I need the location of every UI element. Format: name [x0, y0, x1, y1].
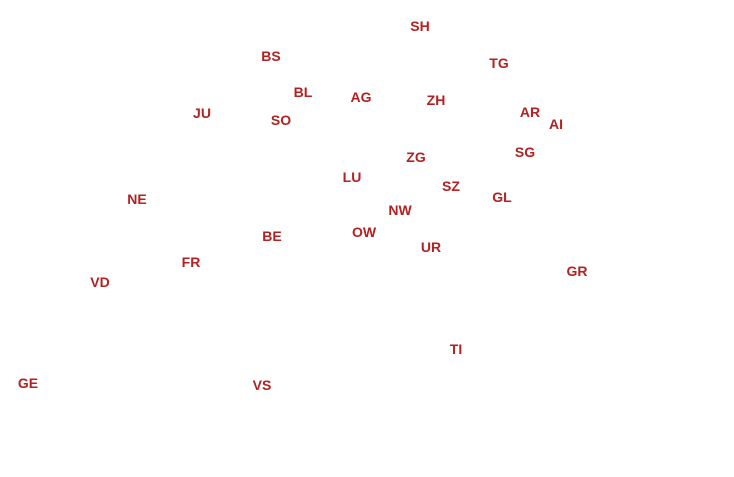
canton-label-tg: TG [489, 55, 509, 71]
canton-label-ur: UR [420, 239, 442, 255]
canton-label-ti: TI [449, 341, 463, 357]
canton-label-fr: FR [181, 254, 201, 270]
canton-label-vd: VD [90, 274, 110, 290]
canton-label-zg: ZG [406, 149, 426, 165]
canton-label-ai: AI [549, 116, 563, 132]
canton-label-lu: LU [342, 169, 362, 185]
canton-label-be: BE [262, 228, 282, 244]
canton-label-sz: SZ [442, 178, 460, 194]
canton-label-nw: NW [388, 202, 412, 218]
canton-label-bl: BL [293, 84, 313, 100]
canton-label-sh: SH [410, 18, 430, 34]
canton-label-gl: GL [492, 189, 512, 205]
canton-label-ge: GE [17, 375, 39, 391]
canton-label-bs: BS [261, 48, 281, 64]
canton-label-zh: ZH [426, 92, 446, 108]
canton-label-gr: GR [566, 263, 588, 279]
canton-label-so: SO [270, 112, 292, 128]
canton-label-ow: OW [351, 224, 377, 240]
canton-label-ag: AG [350, 89, 372, 105]
canton-label-sg: SG [514, 144, 536, 160]
canton-label-ne: NE [127, 191, 147, 207]
canton-label-ju: JU [193, 105, 211, 121]
canton-label-ar: AR [519, 104, 541, 120]
canton-label-vs: VS [252, 377, 272, 393]
